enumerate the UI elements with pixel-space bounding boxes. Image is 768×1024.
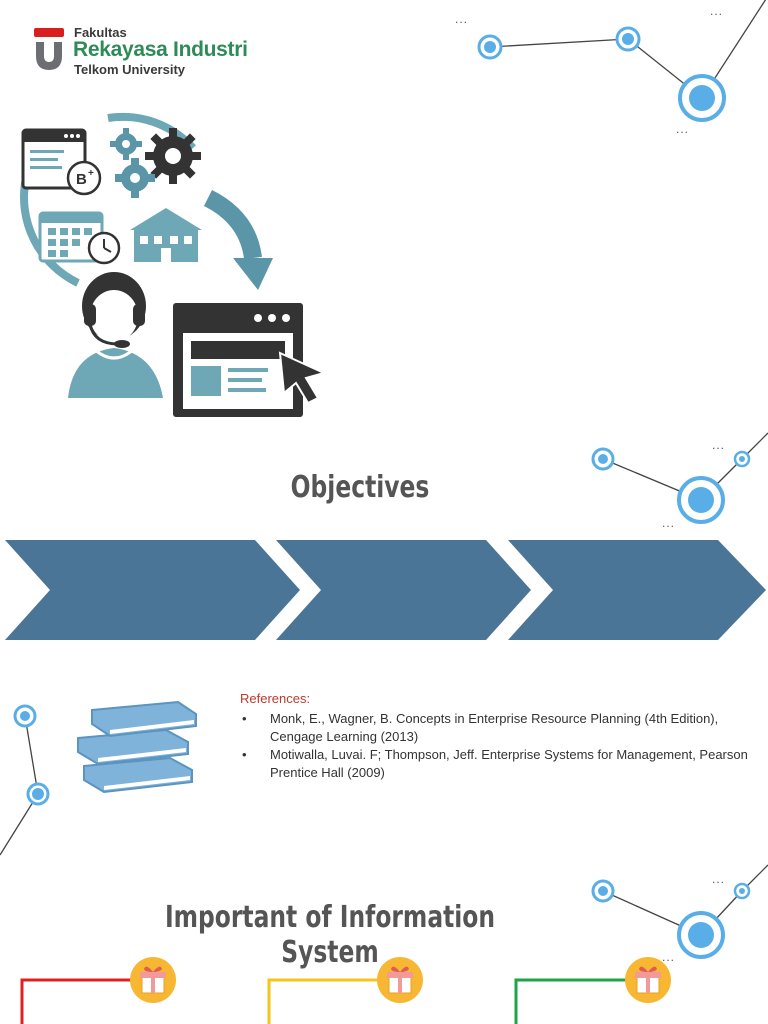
objectives-title: Objectives bbox=[290, 470, 430, 505]
important-title: Important of Information System bbox=[164, 900, 496, 970]
decor-ellipsis: ... bbox=[710, 4, 724, 18]
references-heading: References: bbox=[240, 691, 311, 706]
reference-item: Monk, E., Wagner, B. Concepts in Enterpr… bbox=[240, 710, 750, 746]
chevron-step-2 bbox=[276, 540, 531, 640]
gift-icon bbox=[625, 957, 671, 1003]
network-decoration-left bbox=[0, 704, 50, 856]
decor-ellipsis: ... bbox=[712, 872, 726, 886]
decor-ellipsis: ... bbox=[455, 12, 469, 26]
bottom-brackets bbox=[20, 978, 629, 1024]
network-decoration-top bbox=[477, 0, 767, 122]
decor-ellipsis: ... bbox=[676, 122, 690, 136]
faculty-logo: Fakultas Rekayasa Industri Telkom Univer… bbox=[32, 24, 262, 80]
telkom-logo-icon bbox=[34, 28, 64, 70]
objectives-chevrons bbox=[5, 540, 766, 640]
gift-icon bbox=[377, 957, 423, 1003]
chevron-step-3 bbox=[508, 540, 766, 640]
decor-ellipsis: ... bbox=[712, 438, 726, 452]
logo-line-telkom-university: Telkom University bbox=[74, 62, 186, 77]
logo-line-fakultas: Fakultas bbox=[74, 25, 127, 40]
decor-ellipsis: ... bbox=[662, 950, 676, 964]
references-list: Monk, E., Wagner, B. Concepts in Enterpr… bbox=[240, 710, 750, 782]
gift-icon bbox=[130, 957, 176, 1003]
references: References: Monk, E., Wagner, B. Concept… bbox=[240, 690, 750, 782]
network-decoration-middle bbox=[591, 432, 768, 524]
decor-ellipsis: ... bbox=[662, 516, 676, 530]
network-decoration-bottom bbox=[591, 864, 768, 959]
logo-line-rekayasa-industri: Rekayasa Industri bbox=[73, 38, 248, 61]
svg-text:B: B bbox=[76, 171, 87, 188]
books-icon bbox=[77, 700, 197, 794]
customer-support-website-icon: B + bbox=[20, 112, 327, 417]
reference-item: Motiwalla, Luvai. F; Thompson, Jeff. Ent… bbox=[240, 746, 750, 782]
svg-text:+: + bbox=[88, 168, 94, 179]
chevron-step-1 bbox=[5, 540, 300, 640]
